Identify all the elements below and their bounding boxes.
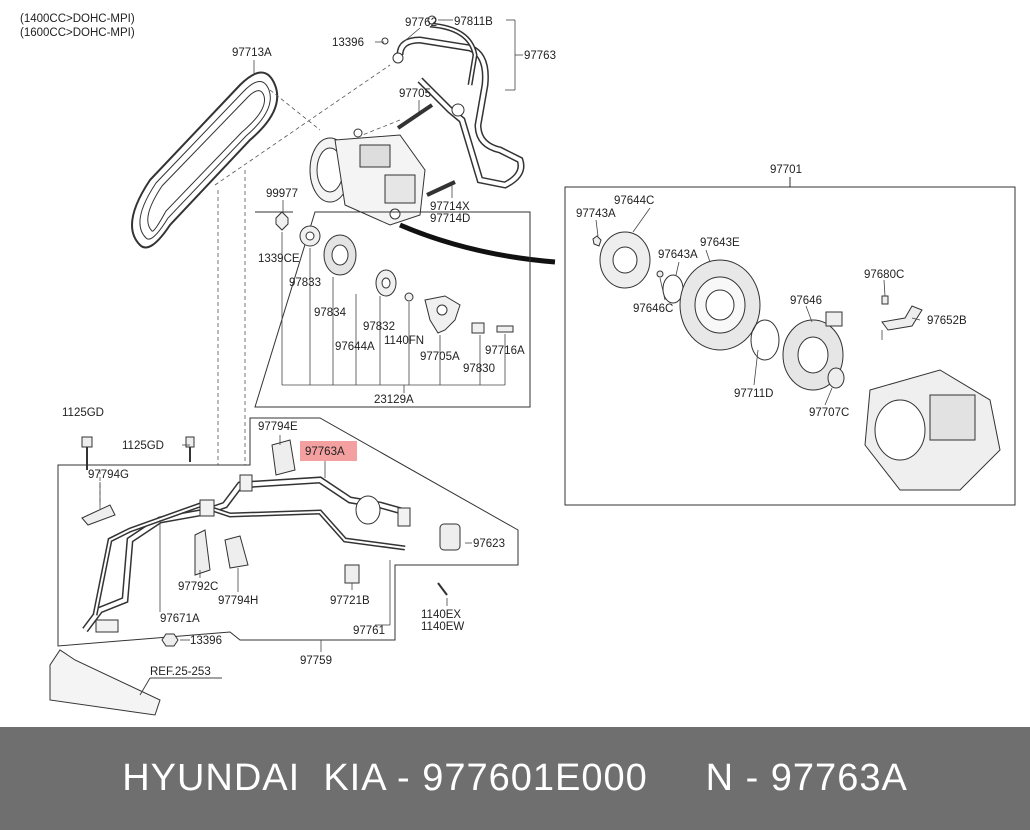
label-1140EW: 1140EW [421, 621, 464, 633]
bottom-assembly-outline [57, 417, 519, 647]
label-13396-bottom: 13396 [190, 635, 222, 647]
label-97644A: 97644A [335, 341, 375, 353]
part-labels: 97713A 97762 97811B 13396 97763 97705 97… [62, 16, 967, 678]
label-97643A: 97643A [658, 249, 698, 261]
label-97716A: 97716A [485, 345, 525, 357]
label-97713A: 97713A [232, 47, 272, 59]
label-97721B: 97721B [330, 595, 370, 607]
hose-97763 [381, 15, 525, 189]
label-97671A: 97671A [160, 613, 200, 625]
label-97711D: 97711D [734, 388, 773, 400]
compressor-bolts [396, 103, 456, 197]
label-1125GD-left: 1125GD [62, 407, 104, 419]
highlight-label: 97763A [305, 446, 345, 458]
highlight-box [300, 441, 357, 461]
label-97832: 97832 [363, 321, 395, 333]
label-1140EX: 1140EX [421, 609, 461, 621]
label-99977: 99977 [266, 188, 298, 200]
label-1339CE: 1339CE [258, 253, 300, 265]
label-13396-top: 13396 [332, 37, 364, 49]
label-97652B: 97652B [927, 315, 967, 327]
bottom-pipes [82, 474, 411, 633]
label-97646: 97646 [790, 295, 822, 307]
label-97833: 97833 [289, 277, 321, 289]
label-97763: 97763 [524, 50, 556, 62]
label-97707C: 97707C [809, 407, 849, 419]
label-97792C: 97792C [178, 581, 218, 593]
drive-belt [131, 71, 279, 249]
label-97811B: 97811B [454, 16, 493, 28]
footer-bar: HYUNDAI KIA - 977601E000 N - 97763A [0, 727, 1030, 830]
label-97680C: 97680C [864, 269, 904, 281]
label-97705A: 97705A [420, 351, 460, 363]
bottom-small-parts [49, 436, 461, 716]
label-97761: 97761 [353, 625, 385, 637]
engine-label-1600: (1600CC>DOHC-MPI) [20, 27, 135, 39]
label-97794E: 97794E [258, 421, 298, 433]
label-leaders [99, 19, 523, 696]
label-97644C: 97644C [614, 195, 654, 207]
label-1125GD-mid: 1125GD [122, 440, 164, 452]
label-97743A: 97743A [576, 208, 616, 220]
compressor-top [309, 128, 426, 226]
label-97794H: 97794H [218, 595, 258, 607]
label-23129A: 23129A [374, 394, 414, 406]
part-number-caption: HYUNDAI KIA - 977601E000 N - 97763A [122, 757, 908, 799]
label-97643E: 97643E [700, 237, 740, 249]
harness-cable [399, 222, 556, 265]
label-97794G: 97794G [88, 469, 129, 481]
label-ref-25-253: REF.25-253 [150, 666, 211, 678]
label-1140FN: 1140FN [384, 335, 424, 347]
label-97623: 97623 [473, 538, 505, 550]
label-97714X: 97714X [430, 201, 470, 213]
label-97701: 97701 [770, 164, 802, 176]
label-97705: 97705 [399, 88, 431, 100]
label-97830: 97830 [463, 363, 495, 375]
label-97759: 97759 [300, 655, 332, 667]
label-97646C: 97646C [633, 303, 673, 315]
parts-diagram: (1400CC>DOHC-MPI) (1600CC>DOHC-MPI) [20, 13, 1016, 716]
label-97762: 97762 [405, 17, 437, 29]
label-97834: 97834 [314, 307, 347, 319]
engine-label-1400: (1400CC>DOHC-MPI) [20, 13, 135, 25]
compressor-assembly-box [564, 177, 1016, 506]
label-97714D: 97714D [430, 213, 470, 225]
clutch-parts-box [254, 211, 531, 408]
